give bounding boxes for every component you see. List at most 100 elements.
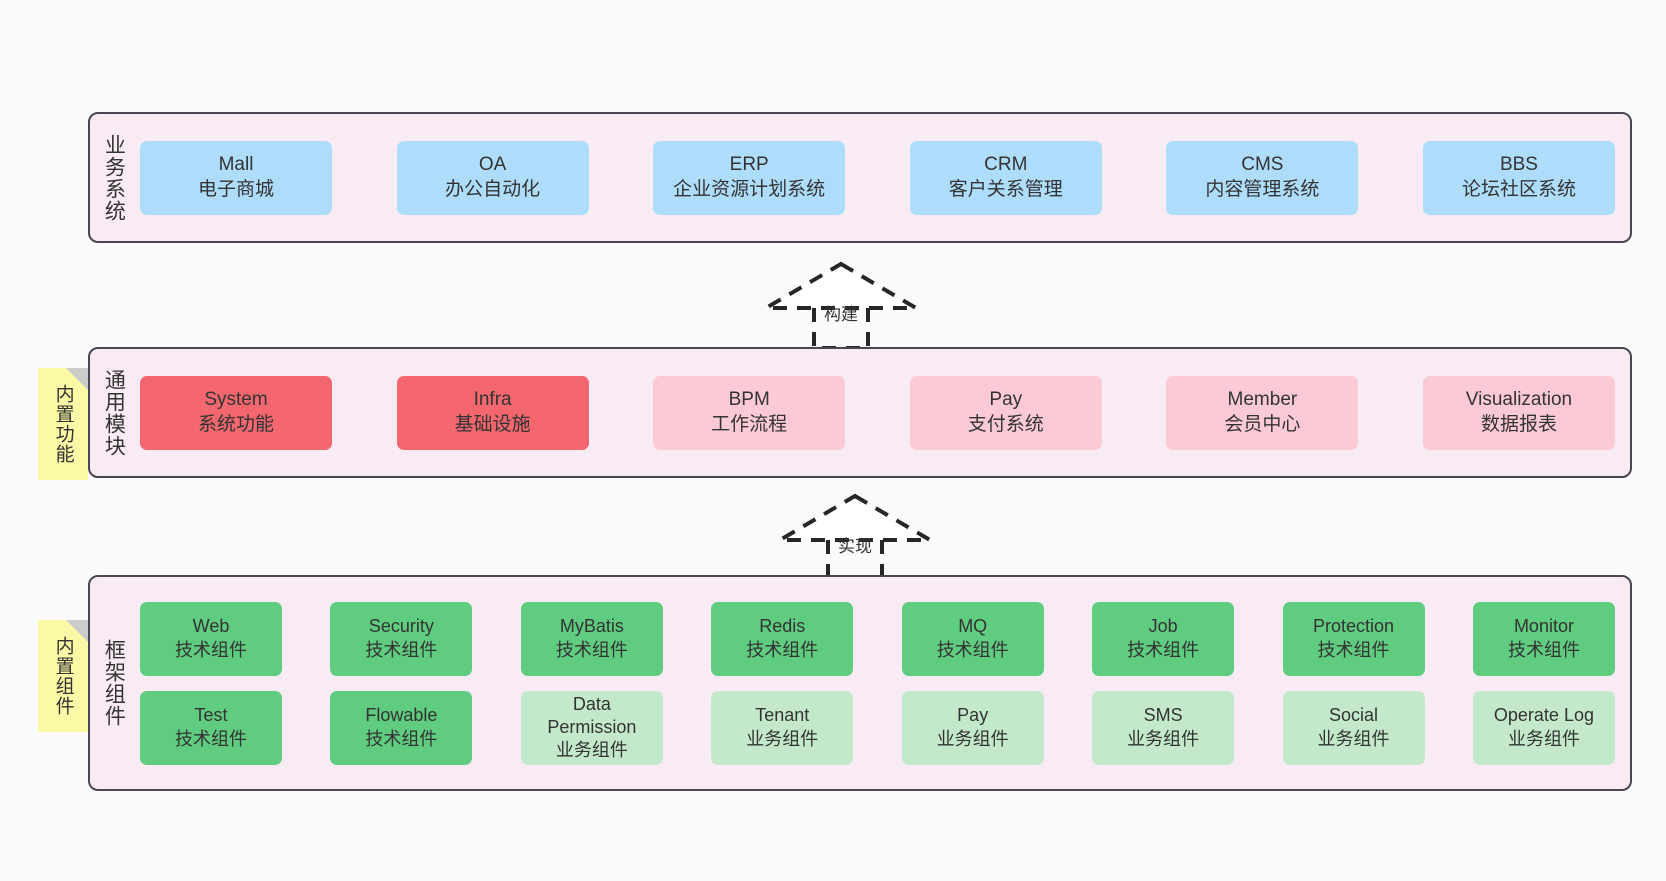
- node-title-en: SMS: [1143, 705, 1183, 726]
- node-title-cn: 业务组件: [1317, 728, 1390, 749]
- node-crm[interactable]: CRM 客户关系管理: [909, 140, 1102, 215]
- node-title-en: Test: [194, 705, 228, 726]
- node-visualization[interactable]: Visualization 数据报表: [1422, 375, 1615, 450]
- node-title-en: Redis: [759, 616, 806, 637]
- layer-row: Web 技术组件 Security 技术组件 MyBatis 技术组件 Redi…: [140, 601, 1615, 676]
- node-job[interactable]: Job 技术组件: [1092, 601, 1235, 676]
- node-title-en: Pay: [989, 389, 1023, 411]
- node-title-cn: 系统功能: [197, 413, 274, 435]
- node-title-cn: 技术组件: [1127, 639, 1200, 660]
- node-bbs[interactable]: BBS 论坛社区系统: [1422, 140, 1615, 215]
- node-infra[interactable]: Infra 基础设施: [396, 375, 589, 450]
- layer-title-business: 业务系统: [102, 133, 126, 222]
- node-title-cn: 业务组件: [555, 740, 628, 761]
- node-title-cn: 技术组件: [555, 639, 628, 660]
- folded-corner-icon: [66, 620, 88, 642]
- node-protection[interactable]: Protection 技术组件: [1282, 601, 1425, 676]
- node-title-cn: 论坛社区系统: [1461, 178, 1576, 200]
- layer-row: Test 技术组件 Flowable 技术组件 Data Permission …: [140, 690, 1615, 765]
- note-label: 内置组件: [52, 636, 74, 716]
- node-web[interactable]: Web 技术组件: [140, 601, 282, 676]
- node-title-en: Infra: [473, 389, 512, 411]
- node-security[interactable]: Security 技术组件: [330, 601, 473, 676]
- arrow-label-implement: 实现: [838, 537, 872, 556]
- node-title-en: CRM: [984, 154, 1028, 176]
- node-erp[interactable]: ERP 企业资源计划系统: [653, 140, 846, 215]
- node-mall[interactable]: Mall 电子商城: [140, 140, 332, 215]
- node-title-cn: 业务组件: [746, 728, 819, 749]
- node-title-en: CMS: [1241, 154, 1284, 176]
- node-title-en: Visualization: [1465, 389, 1573, 411]
- arrow-label-build: 构建: [824, 305, 858, 324]
- node-title-cn: 基础设施: [454, 413, 531, 435]
- node-title-cn: 技术组件: [365, 639, 438, 660]
- node-mq[interactable]: MQ 技术组件: [901, 601, 1044, 676]
- node-mybatis[interactable]: MyBatis 技术组件: [520, 601, 663, 676]
- layer-row: Mall 电子商城 OA 办公自动化 ERP 企业资源计划系统 CRM 客户关系…: [140, 140, 1615, 215]
- node-title-cn: 工作流程: [711, 413, 788, 435]
- node-pay-component[interactable]: Pay 业务组件: [901, 690, 1044, 765]
- node-title-en: Mall: [218, 154, 254, 176]
- layer-framework-components: 框架组件 Web 技术组件 Security 技术组件 MyBatis 技术组件…: [88, 575, 1632, 791]
- note-builtin-functions: 内置功能: [38, 368, 88, 480]
- node-title-en: MQ: [958, 616, 988, 637]
- node-title-en: Web: [192, 616, 230, 637]
- folded-corner-icon: [66, 368, 88, 390]
- node-data-permission[interactable]: Data Permission 业务组件: [520, 690, 663, 765]
- node-title-cn: 技术组件: [175, 728, 247, 749]
- node-title-cn: 办公自动化: [445, 178, 541, 200]
- node-tenant[interactable]: Tenant 业务组件: [711, 690, 854, 765]
- node-title-en: Member: [1227, 389, 1298, 411]
- node-title-cn: 技术组件: [1507, 639, 1580, 660]
- node-title-en: Security: [368, 616, 434, 637]
- node-operate-log[interactable]: Operate Log 业务组件: [1472, 690, 1615, 765]
- node-title-en: System: [204, 389, 268, 411]
- node-test[interactable]: Test 技术组件: [140, 690, 282, 765]
- node-title-en: Protection: [1313, 616, 1395, 637]
- node-title-en: BBS: [1499, 154, 1538, 176]
- node-title-en: OA: [478, 154, 507, 176]
- node-title-cn: 技术组件: [746, 639, 819, 660]
- node-title-en: Pay: [957, 705, 989, 726]
- node-title-cn: 业务组件: [936, 728, 1009, 749]
- node-title-cn: 支付系统: [967, 413, 1044, 435]
- node-system[interactable]: System 系统功能: [140, 375, 332, 450]
- node-social[interactable]: Social 业务组件: [1282, 690, 1425, 765]
- node-title-cn: 技术组件: [936, 639, 1009, 660]
- node-bpm[interactable]: BPM 工作流程: [653, 375, 846, 450]
- node-title-en: Monitor: [1513, 616, 1574, 637]
- node-title-cn: 技术组件: [175, 639, 247, 660]
- dashed-generalization-arrow-icon: [772, 493, 938, 582]
- note-label: 内置功能: [52, 384, 74, 464]
- node-title-en: BPM: [728, 389, 770, 411]
- node-title-en: Operate Log: [1493, 705, 1594, 726]
- arrow-build: 构建: [756, 261, 926, 350]
- node-sms[interactable]: SMS 业务组件: [1092, 690, 1235, 765]
- node-title-cn: 企业资源计划系统: [673, 178, 826, 200]
- node-title-cn: 业务组件: [1507, 728, 1580, 749]
- layer-row: System 系统功能 Infra 基础设施 BPM 工作流程 Pay 支付系统…: [140, 375, 1615, 450]
- node-title-en: Flowable: [365, 705, 438, 726]
- node-member[interactable]: Member 会员中心: [1166, 375, 1359, 450]
- node-oa[interactable]: OA 办公自动化: [396, 140, 589, 215]
- node-title-en: Job: [1148, 616, 1178, 637]
- node-title-en: Social: [1329, 705, 1379, 726]
- node-cms[interactable]: CMS 内容管理系统: [1166, 140, 1359, 215]
- node-title-cn: 业务组件: [1127, 728, 1200, 749]
- node-flowable[interactable]: Flowable 技术组件: [330, 690, 473, 765]
- node-title-cn: 数据报表: [1480, 413, 1557, 435]
- node-title-cn: 会员中心: [1224, 413, 1301, 435]
- node-monitor[interactable]: Monitor 技术组件: [1472, 601, 1615, 676]
- node-title-cn: 内容管理系统: [1205, 178, 1320, 200]
- node-title-en: ERP: [729, 154, 769, 176]
- node-title-cn: 技术组件: [1317, 639, 1390, 660]
- dashed-generalization-arrow-icon: [758, 261, 924, 350]
- node-title-cn: 电子商城: [197, 178, 274, 200]
- arrow-implement: 实现: [770, 493, 940, 582]
- note-builtin-components: 内置组件: [38, 620, 88, 732]
- node-pay[interactable]: Pay 支付系统: [909, 375, 1102, 450]
- layer-title-modules: 通用模块: [102, 368, 126, 457]
- layer-title-framework: 框架组件: [102, 639, 126, 727]
- layer-body-framework: Web 技术组件 Security 技术组件 MyBatis 技术组件 Redi…: [136, 577, 1630, 789]
- node-redis[interactable]: Redis 技术组件: [711, 601, 854, 676]
